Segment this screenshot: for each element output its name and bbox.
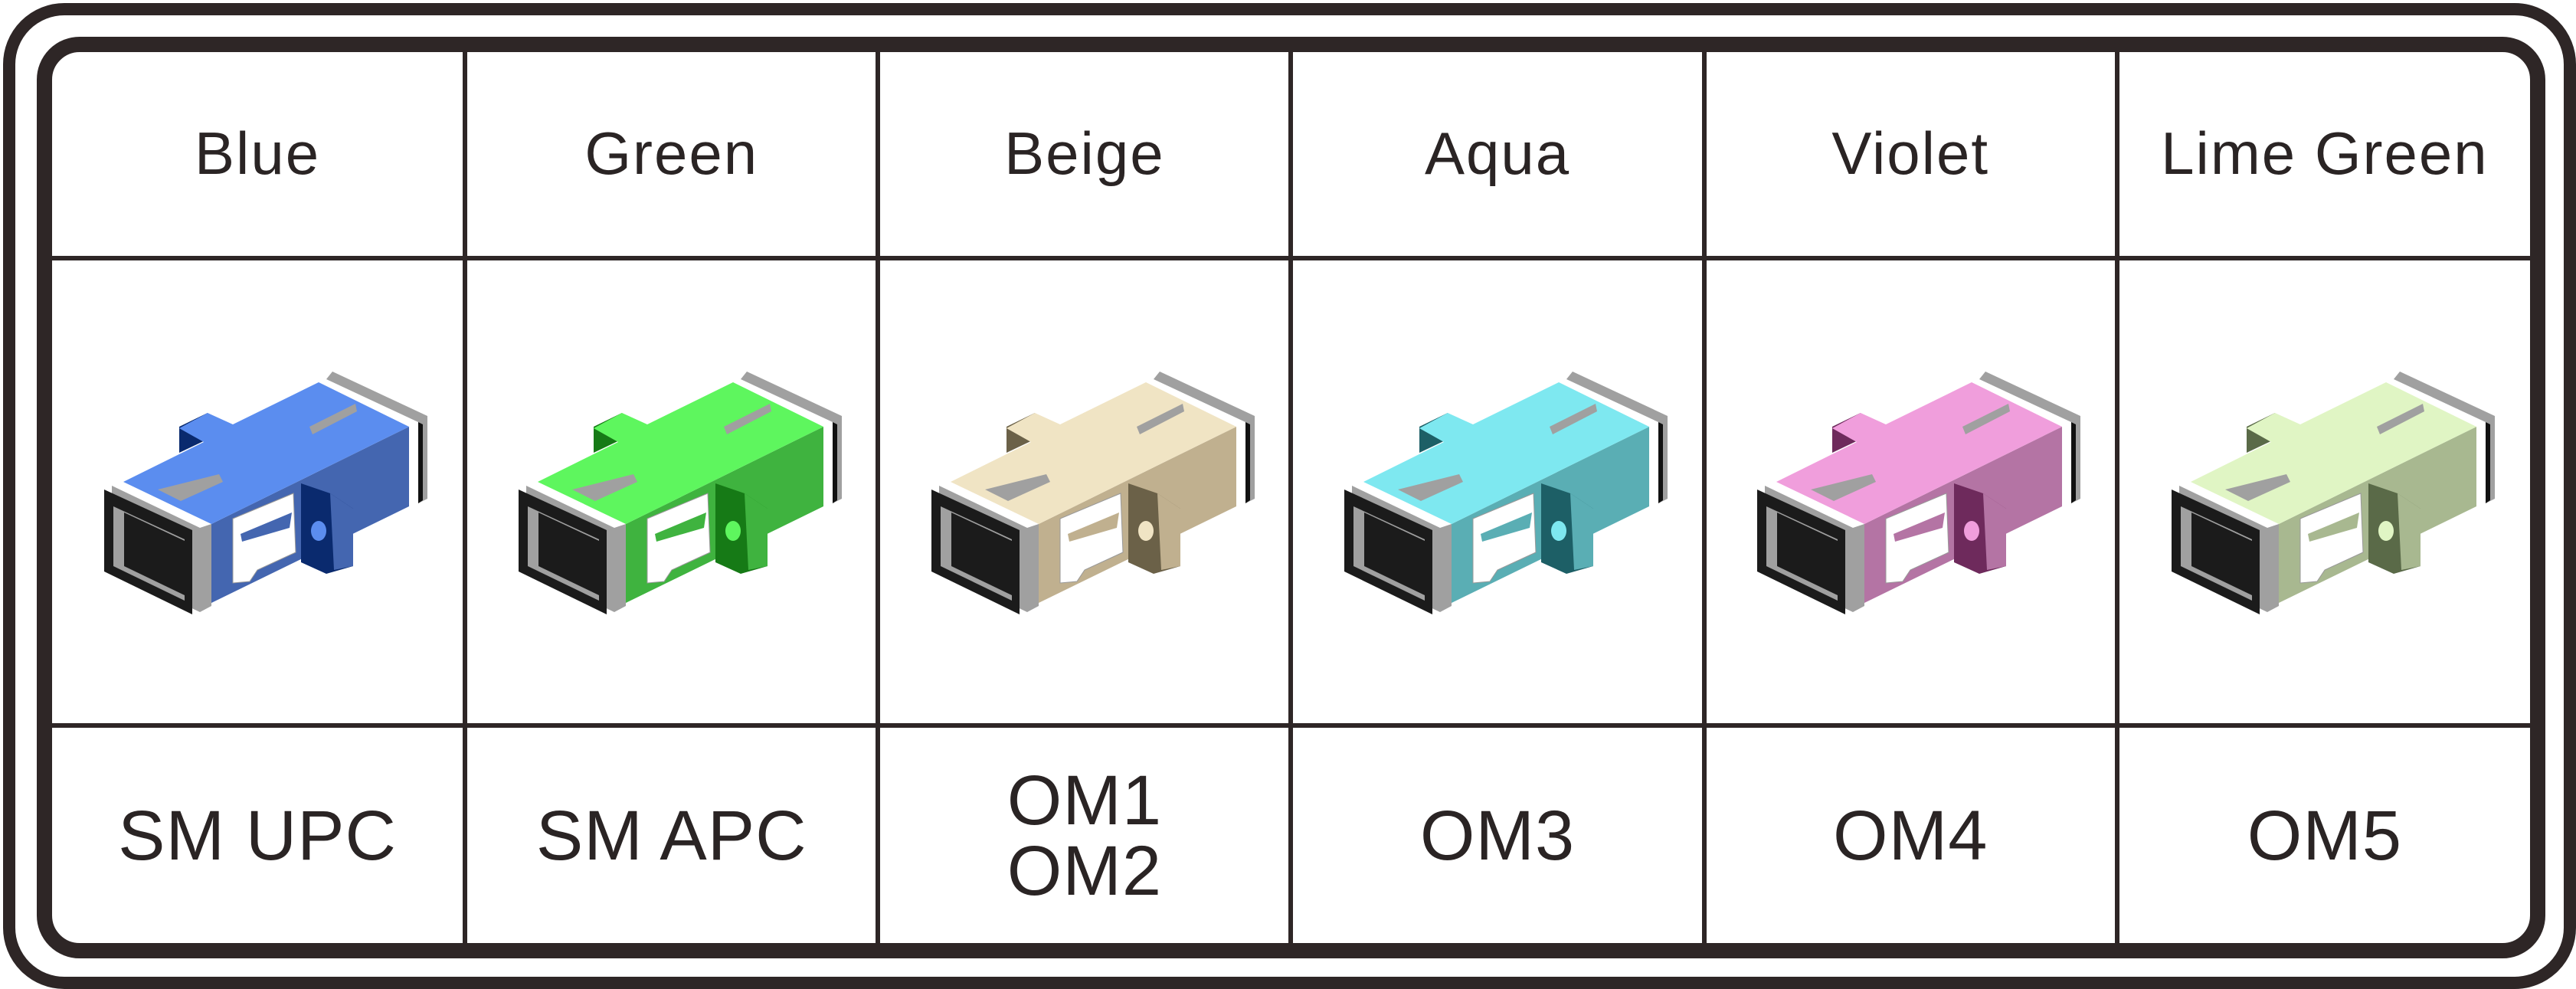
adapter-latch xyxy=(1472,493,1537,584)
adapter-back-ring xyxy=(1979,372,2081,504)
adapter-back-ring xyxy=(740,372,842,504)
adapter-slot xyxy=(158,474,224,502)
adapter-slot xyxy=(2224,474,2290,502)
adapter-latch xyxy=(2299,493,2364,584)
sc-adapter-icon xyxy=(1344,372,1668,615)
fiber-type-label: OM3 xyxy=(1419,796,1576,875)
fiber-type-label: OM4 xyxy=(1833,796,1988,875)
adapter-image-cell xyxy=(463,255,881,729)
adapter-slot xyxy=(1136,404,1184,435)
adapter-back-ring xyxy=(326,372,428,504)
fiber-type-cell: OM5 xyxy=(2114,723,2530,943)
adapter-slot xyxy=(2376,404,2424,435)
color-name-cell: Lime Green xyxy=(2114,52,2530,260)
fiber-type-label: OM2 xyxy=(1007,831,1163,910)
color-name-cell: Green xyxy=(463,52,881,260)
adapter-slot xyxy=(984,474,1050,502)
adapter-back-ring xyxy=(1153,372,1255,504)
adapter-image-cell xyxy=(1701,255,2119,729)
adapter-latch xyxy=(1059,493,1124,584)
adapter-latch xyxy=(1885,493,1949,584)
fiber-type-cell: SM APC xyxy=(463,723,881,943)
color-name-cell: Blue xyxy=(52,52,468,260)
adapter-screw-hole xyxy=(1551,521,1567,542)
fiber-type-cell: OM3 xyxy=(1288,723,1707,943)
adapter-image-cell xyxy=(52,255,468,729)
adapter-image-cell xyxy=(876,255,1294,729)
adapter-slot xyxy=(723,404,771,435)
fiber-type-cell: OM4 xyxy=(1701,723,2119,943)
outer-frame xyxy=(3,3,2576,989)
color-name-cell: Violet xyxy=(1701,52,2119,260)
adapter-slot xyxy=(1550,404,1598,435)
sc-adapter-icon xyxy=(104,372,428,615)
adapter-image-row xyxy=(52,255,2530,729)
adapter-screw-hole xyxy=(2378,521,2394,542)
adapter-slot xyxy=(1962,404,2011,435)
fiber-type-label: SM UPC xyxy=(118,796,397,875)
adapter-back-ring xyxy=(1566,372,1668,504)
adapter-screw-hole xyxy=(1137,521,1154,542)
sc-adapter-icon xyxy=(518,372,842,615)
sc-adapter-icon xyxy=(1757,372,2081,615)
fiber-type-label: SM APC xyxy=(535,796,807,875)
fiber-type-label: OM1 xyxy=(1007,761,1163,840)
adapter-latch xyxy=(232,493,296,584)
adapter-image-cell xyxy=(1288,255,1707,729)
adapter-screw-hole xyxy=(311,521,327,542)
adapter-latch xyxy=(646,493,711,584)
color-name-cell: Aqua xyxy=(1288,52,1707,260)
adapter-slot xyxy=(1398,474,1464,502)
adapter-screw-hole xyxy=(1964,521,1980,542)
sc-adapter-icon xyxy=(931,372,1255,615)
adapter-slot xyxy=(571,474,637,502)
fiber-type-label: OM5 xyxy=(2247,796,2403,875)
color-name-cell: Beige xyxy=(876,52,1294,260)
fiber-type-cell: SM UPC xyxy=(52,723,468,943)
adapter-image-cell xyxy=(2114,255,2530,729)
sc-adapter-icon xyxy=(2171,372,2495,615)
adapter-back-ring xyxy=(2393,372,2495,504)
adapter-slot xyxy=(309,404,358,435)
adapter-screw-hole xyxy=(725,521,741,542)
adapter-slot xyxy=(1811,474,1877,502)
